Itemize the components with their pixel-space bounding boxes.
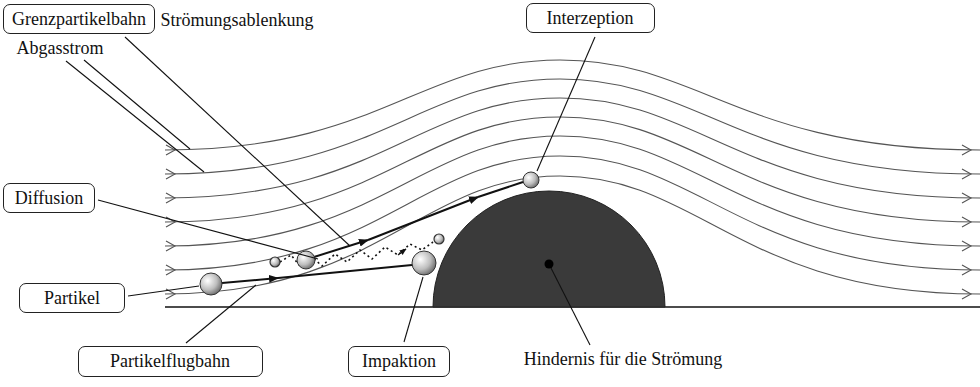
callout-box: Interzeption	[526, 3, 655, 33]
diffusion-arrow	[398, 249, 406, 255]
diffusing-particle	[270, 257, 280, 267]
leader-line	[125, 37, 350, 246]
trajectory-segment	[278, 265, 412, 278]
trajectory-segment	[314, 240, 368, 257]
particle	[200, 273, 222, 295]
flow-chevron	[166, 145, 175, 299]
leader-line	[186, 285, 256, 343]
leader-line	[66, 61, 204, 172]
callout-label: Partikel	[44, 288, 100, 309]
callout-label: Partikelflugbahn	[110, 351, 230, 372]
callout-box: Partikelflugbahn	[78, 346, 263, 377]
leader-lines	[66, 37, 595, 345]
boundary-trajectory	[314, 182, 523, 257]
intercepted-particle	[523, 172, 539, 188]
annotation-label: Hindernis für die Strömung	[524, 349, 722, 370]
callout-box: Diffusion	[3, 183, 95, 213]
leader-line	[537, 37, 595, 171]
leader-line	[128, 286, 199, 296]
trajectory-segment	[368, 197, 478, 240]
leader-line	[404, 277, 423, 342]
callout-box: Grenzpartikelbahn	[3, 4, 155, 34]
leader-line	[84, 60, 190, 149]
callout-box: Partikel	[19, 283, 125, 313]
leader-line	[551, 268, 590, 345]
streamline	[165, 79, 980, 174]
particle-trajectory	[222, 265, 412, 283]
callout-label: Impaktion	[362, 351, 436, 372]
annotation-label: Strömungsablenkung	[161, 10, 314, 31]
streamline	[165, 98, 980, 198]
diffusing-particle	[434, 234, 444, 244]
annotation-label: Abgasstrom	[17, 38, 104, 59]
callout-label: Interzeption	[547, 8, 634, 29]
obstacle-center-dot	[545, 260, 554, 269]
trajectory-segment	[222, 278, 278, 283]
flow-chevron	[962, 145, 971, 299]
impacting-particle	[412, 251, 436, 275]
callout-label: Diffusion	[15, 188, 84, 209]
trajectory-segment	[478, 182, 523, 197]
obstacle	[433, 191, 665, 307]
callout-box: Impaktion	[348, 346, 450, 377]
callout-label: Grenzpartikelbahn	[12, 9, 146, 30]
leader-line	[98, 200, 318, 259]
